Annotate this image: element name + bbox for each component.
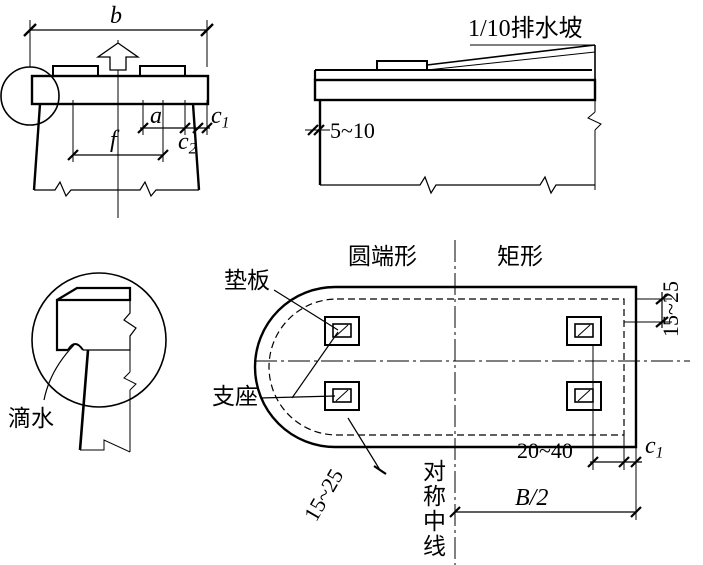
- dim-right-15-25: 15~25: [657, 281, 683, 337]
- pad-label: 垫板: [224, 268, 270, 294]
- dim-a-label: a: [150, 103, 162, 129]
- drip-detail: [31, 272, 167, 453]
- dim-20-40: 20~40: [517, 438, 573, 463]
- gap-label: 5~10: [330, 118, 375, 143]
- dim-c1-label: c1: [211, 103, 230, 132]
- bearing-label: 支座: [212, 384, 258, 410]
- dim-c1-plan: c1: [645, 433, 664, 462]
- plan-view: [253, 240, 690, 565]
- cap-elevation-view: [305, 44, 602, 195]
- dim-b-label: b: [110, 3, 122, 29]
- round-end-label: 圆端形: [348, 244, 417, 270]
- rect-label: 矩形: [497, 244, 543, 270]
- dim-f-label: f: [110, 127, 117, 153]
- slope-label: 1/10排水坡: [468, 16, 583, 42]
- cap-side-view: [0, 20, 214, 218]
- dim-c2-label: c2: [178, 129, 197, 158]
- bearing-pads: [324, 316, 602, 411]
- axis-label: 对称中线: [423, 459, 446, 560]
- half-b-label: B/2: [515, 485, 549, 511]
- drip-label: 滴水: [8, 406, 54, 432]
